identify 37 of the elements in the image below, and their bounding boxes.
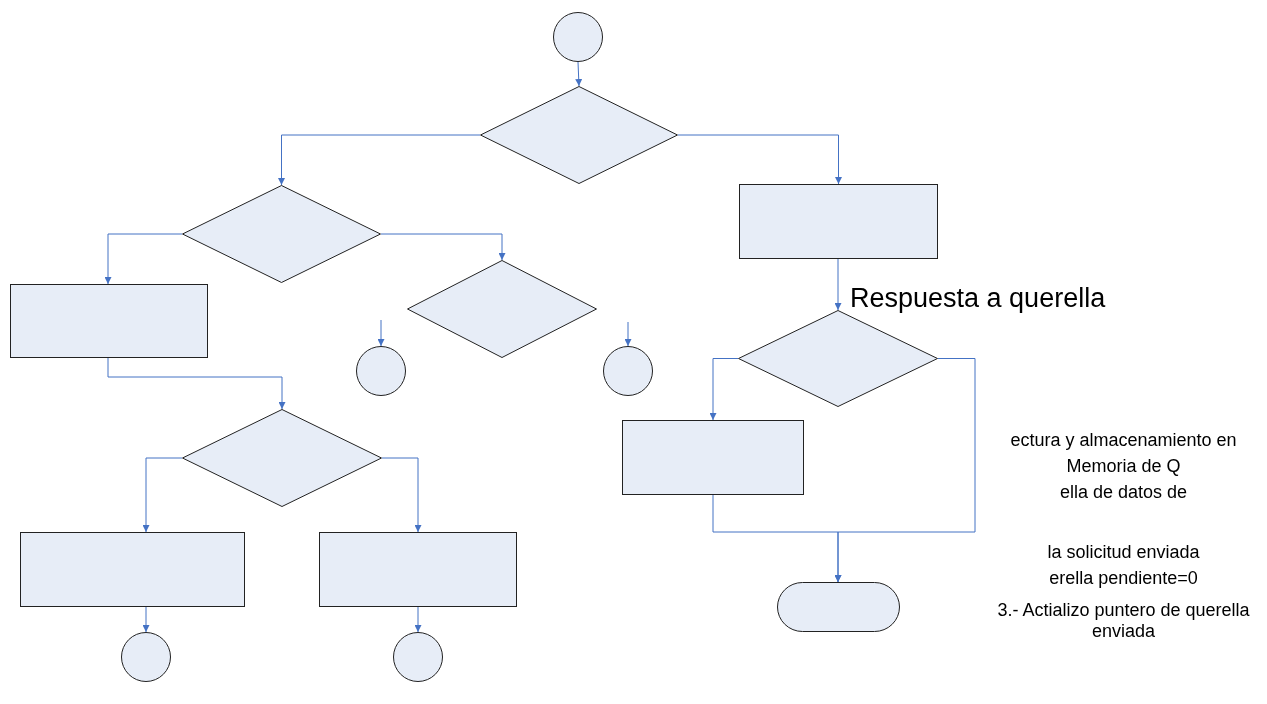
arrow (624, 321, 632, 347)
arrow (709, 358, 739, 421)
decision-diamond (182, 185, 381, 283)
arrow (142, 606, 150, 633)
process-box (20, 532, 245, 607)
arrow (834, 258, 842, 311)
connector-circle (393, 632, 443, 682)
arrow (380, 233, 506, 261)
annotation-text: ella de datos de (1058, 482, 1189, 503)
annotation-text: 3.- Actializo puntero de querella enviada (996, 600, 1251, 642)
arrow (142, 457, 183, 533)
connector-circle (121, 632, 171, 682)
arrow (278, 134, 481, 186)
annotation-text: la solicitud enviada (1046, 542, 1201, 563)
connector-circle (553, 12, 603, 62)
process-box (319, 532, 517, 607)
decision-diamond (480, 86, 678, 184)
connector-circle (603, 346, 653, 396)
process-box (739, 184, 938, 259)
arrow (677, 134, 842, 185)
connector-circle (356, 346, 406, 396)
arrow (377, 319, 385, 347)
decision-diamond (182, 409, 382, 507)
process-box (10, 284, 208, 358)
annotation-text: Memoria de Q (1065, 456, 1182, 477)
annotation-text: Respuesta a querella (850, 283, 1107, 315)
arrow (107, 357, 286, 410)
arrow (575, 61, 583, 87)
arrow (104, 233, 183, 285)
annotation-text: ectura y almacenamiento en (1009, 430, 1238, 451)
arrow (712, 494, 842, 583)
annotation-text: erella pendiente=0 (1048, 568, 1199, 589)
process-box (622, 420, 804, 495)
decision-diamond (407, 260, 597, 358)
arrow (414, 606, 422, 633)
arrow (381, 457, 422, 533)
terminal-shape (777, 582, 900, 632)
